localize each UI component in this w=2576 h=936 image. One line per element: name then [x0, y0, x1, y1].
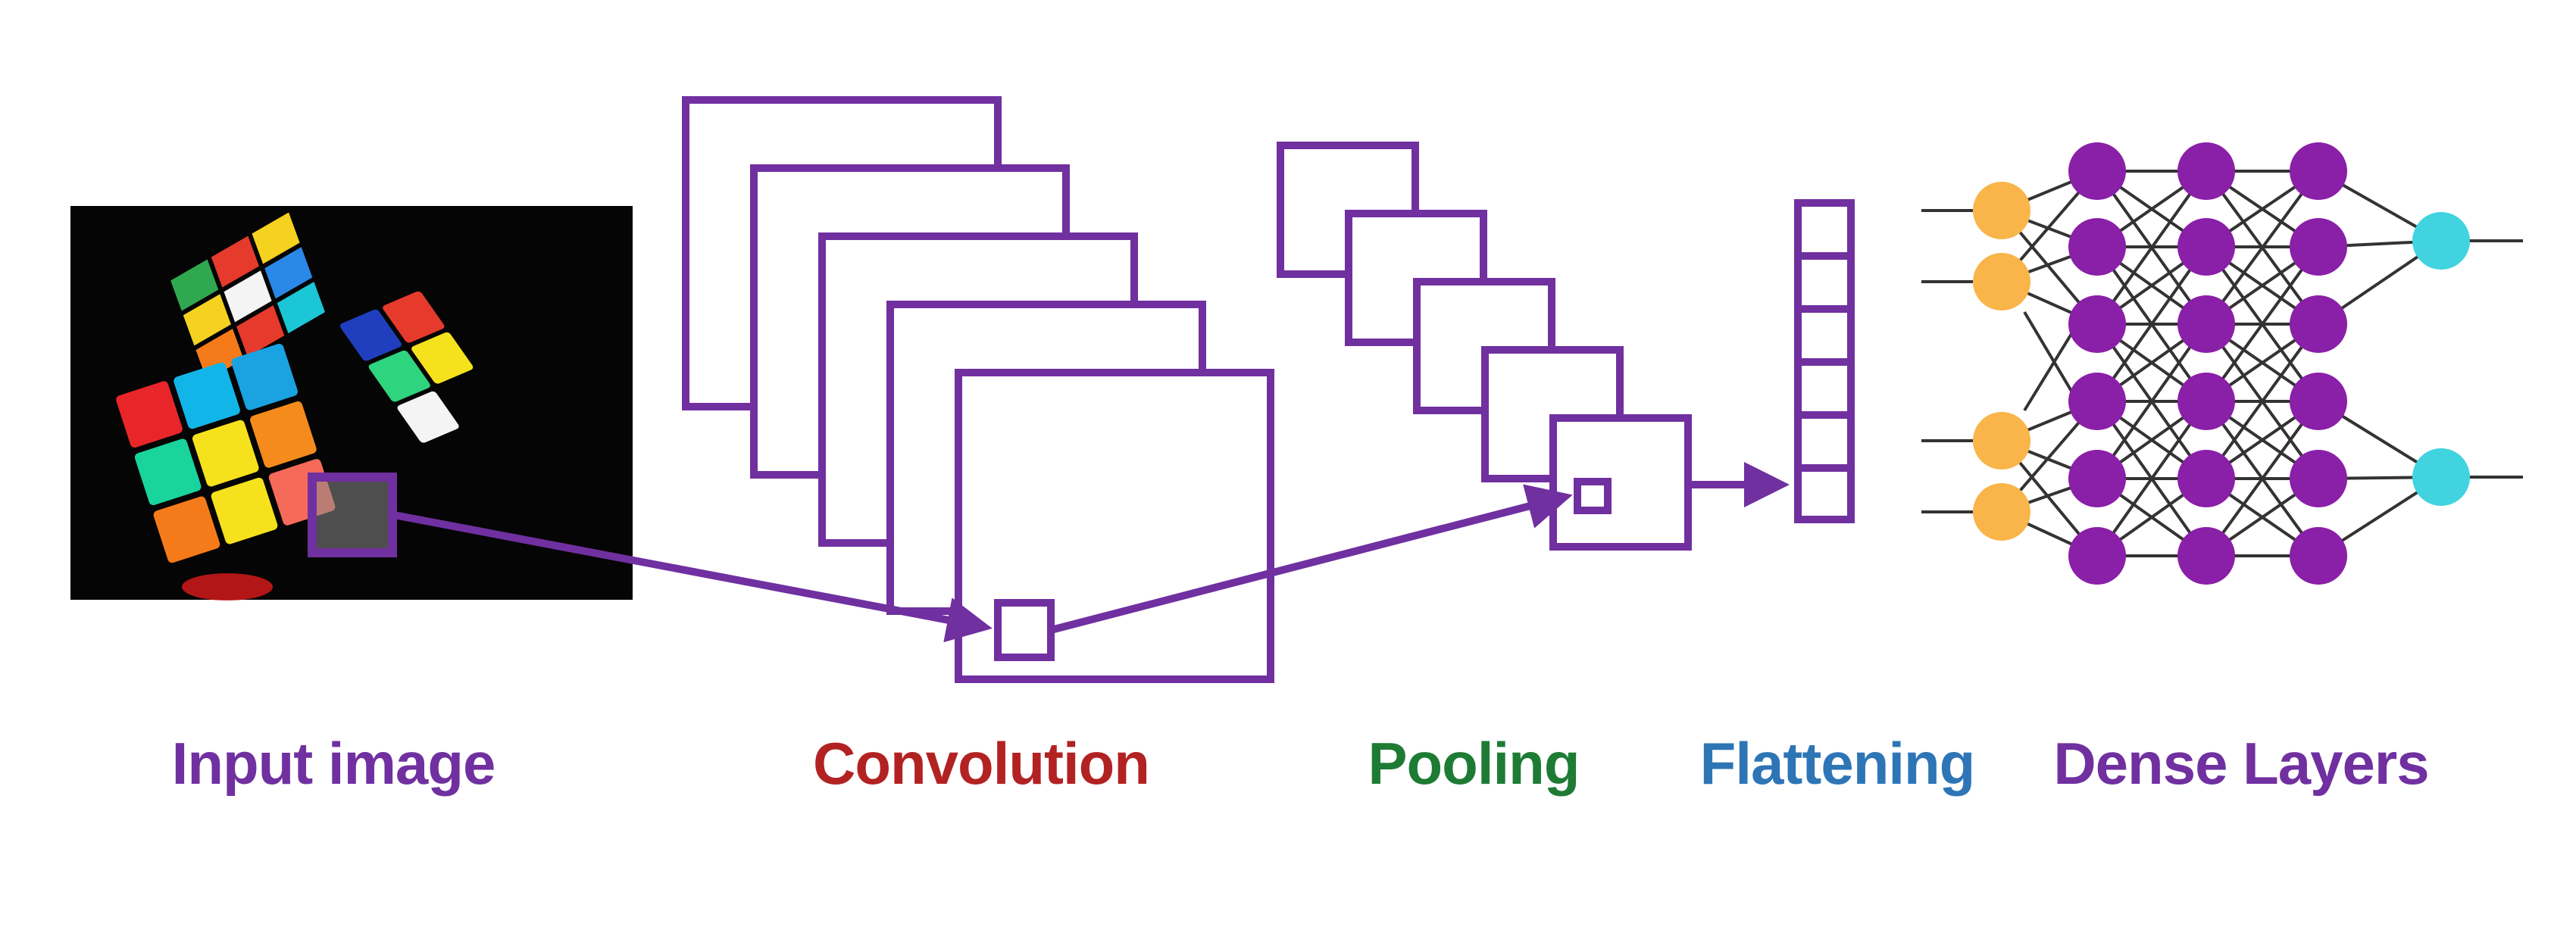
hidden-node	[2177, 142, 2235, 200]
input-receptive-field	[308, 473, 397, 557]
output-node	[2412, 212, 2470, 270]
hidden-node	[2290, 373, 2347, 430]
dense-edge	[2096, 245, 2208, 403]
hidden-node	[2068, 295, 2126, 353]
flatten-vector	[1794, 199, 1855, 523]
convolution-maps	[682, 96, 1274, 683]
input-image	[70, 206, 633, 601]
hidden-node	[2177, 218, 2235, 276]
dense-edge	[2096, 400, 2208, 557]
input-node	[1973, 182, 2030, 239]
pooling-maps	[1277, 142, 1692, 551]
flatten-cell	[1794, 199, 1855, 260]
arrow-conv-to-pool	[1049, 484, 1573, 634]
pool-window	[1574, 478, 1612, 514]
arrows	[393, 462, 1790, 643]
label-input-image: Input image	[172, 730, 496, 797]
flatten-cell	[1794, 464, 1855, 523]
label-pooling: Pooling	[1368, 730, 1580, 797]
hidden-node	[2177, 295, 2235, 353]
dense-edge	[2205, 245, 2320, 403]
label-dense-layers: Dense Layers	[2053, 730, 2428, 797]
hidden-node	[2068, 527, 2126, 585]
input-node	[1973, 412, 2030, 470]
dense-edge	[2096, 323, 2208, 480]
label-flattening: Flattening	[1700, 730, 1975, 797]
flatten-cell	[1794, 305, 1855, 366]
label-convolution: Convolution	[813, 730, 1149, 797]
hidden-node	[2068, 142, 2126, 200]
conv-window	[994, 599, 1055, 661]
dense-edge	[2205, 170, 2320, 326]
hidden-node	[2068, 450, 2126, 507]
input-node	[1973, 483, 2030, 541]
dense-edge	[2096, 170, 2208, 326]
flatten-cell	[1794, 411, 1855, 472]
hidden-node	[2068, 373, 2126, 430]
pool-map	[1549, 414, 1692, 551]
hidden-node	[2290, 295, 2347, 353]
dense-nodes	[1973, 142, 2470, 585]
hidden-node	[2290, 142, 2347, 200]
hidden-node	[2290, 450, 2347, 507]
dense-edge	[2205, 323, 2320, 480]
hidden-node	[2068, 218, 2126, 276]
dense-edge	[2205, 400, 2320, 557]
flatten-cell	[1794, 358, 1855, 419]
hidden-node	[2290, 527, 2347, 585]
hidden-node	[2177, 527, 2235, 585]
input-node	[1973, 253, 2030, 310]
rubiks-cube	[116, 212, 474, 563]
flatten-cell	[1794, 252, 1855, 313]
arrow-input-to-conv	[393, 511, 993, 643]
hidden-node	[2177, 450, 2235, 507]
output-node	[2412, 448, 2470, 506]
hidden-node	[2177, 373, 2235, 430]
hidden-node	[2290, 218, 2347, 276]
